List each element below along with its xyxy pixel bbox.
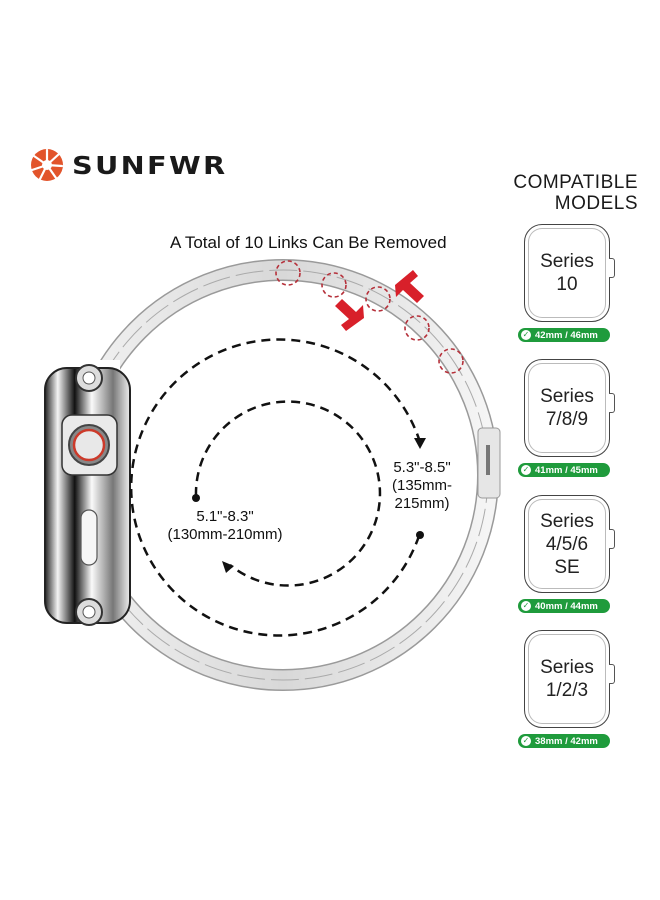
checkmark-icon: ✓ bbox=[521, 601, 531, 611]
model-label: Series 1/2/3 bbox=[524, 630, 610, 728]
red-pointer-arrow-icon bbox=[335, 270, 424, 331]
model-series-word: Series bbox=[540, 386, 594, 407]
watch-crown-icon bbox=[609, 529, 615, 549]
watch-crown-icon bbox=[609, 393, 615, 413]
model-series-number: 7/8/9 bbox=[545, 409, 589, 430]
size-badge-text: 41mm / 45mm bbox=[535, 464, 598, 476]
model-label: Series 4/5/6 SE bbox=[524, 495, 610, 593]
sunburst-logo-icon bbox=[30, 148, 64, 181]
model-label: Series 7/8/9 bbox=[524, 359, 610, 457]
inner-size-label: 5.1"-8.3" (130mm-210mm) bbox=[155, 508, 295, 544]
model-card-series-4-5-6-se: Series 4/5/6 SE ✓ 40mm / 44mm bbox=[516, 495, 620, 619]
outer-size-label: 5.3"-8.5" (135mm- 215mm) bbox=[382, 459, 462, 513]
model-card-series-10: Series 10 ✓ 42mm / 46mm bbox=[516, 224, 620, 348]
watch-case bbox=[44, 364, 131, 626]
compatible-title-line2: MODELS bbox=[554, 193, 638, 214]
inner-size-mm: (130mm-210mm) bbox=[167, 526, 283, 543]
outer-arc-arrowhead bbox=[414, 438, 426, 449]
watch-outline-icon bbox=[524, 630, 610, 728]
outer-size-mm-line1: (135mm- bbox=[391, 477, 452, 494]
model-series-word: Series bbox=[540, 251, 594, 272]
brand-name: SUNFWR bbox=[72, 150, 228, 180]
band-clasp bbox=[477, 427, 501, 499]
checkmark-icon: ✓ bbox=[521, 465, 531, 475]
watch-crown-icon bbox=[609, 258, 615, 278]
outer-arc-start-dot bbox=[416, 531, 424, 539]
watch-crown-icon bbox=[609, 664, 615, 684]
watch-outline-icon bbox=[524, 359, 610, 457]
outer-size-arc bbox=[130, 338, 422, 637]
size-badge: ✓ 41mm / 45mm bbox=[518, 463, 610, 477]
model-series-extra: SE bbox=[554, 556, 580, 578]
inner-arc-start-dot bbox=[192, 494, 200, 502]
size-badge-text: 38mm / 42mm bbox=[535, 735, 598, 747]
outer-size-mm-line2: 215mm) bbox=[394, 495, 450, 512]
compatible-models-title: COMPATIBLE MODELS bbox=[513, 172, 638, 214]
model-series-number: 10 bbox=[556, 274, 578, 295]
model-series-number: 4/5/6 bbox=[545, 533, 589, 555]
size-badge-text: 42mm / 46mm bbox=[535, 329, 598, 341]
size-badge-text: 40mm / 44mm bbox=[535, 600, 598, 612]
model-series-word: Series bbox=[540, 510, 594, 532]
checkmark-icon: ✓ bbox=[521, 736, 531, 746]
model-card-series-1-2-3: Series 1/2/3 ✓ 38mm / 42mm bbox=[516, 630, 620, 754]
inner-size-inches: 5.1"-8.3" bbox=[196, 508, 254, 525]
size-badge: ✓ 42mm / 46mm bbox=[518, 328, 610, 342]
outer-size-inches: 5.3"-8.5" bbox=[393, 459, 451, 476]
compatible-title-line1: COMPATIBLE bbox=[513, 172, 638, 193]
inner-arc-arrowhead bbox=[222, 561, 234, 573]
checkmark-icon: ✓ bbox=[521, 330, 531, 340]
inner-size-arc bbox=[194, 400, 382, 587]
model-series-word: Series bbox=[540, 657, 594, 678]
size-badge: ✓ 38mm / 42mm bbox=[518, 734, 610, 748]
removable-link-markers bbox=[275, 260, 464, 374]
model-series-number: 1/2/3 bbox=[545, 680, 589, 701]
brand-logo: SUNFWR bbox=[30, 148, 225, 182]
watch-outline-icon bbox=[524, 495, 610, 593]
model-card-series-7-8-9: Series 7/8/9 ✓ 41mm / 45mm bbox=[516, 359, 620, 483]
size-badge: ✓ 40mm / 44mm bbox=[518, 599, 610, 613]
model-label: Series 10 bbox=[524, 224, 610, 322]
watch-outline-icon bbox=[524, 224, 610, 322]
watch-band-diagram bbox=[40, 259, 501, 691]
links-removed-headline: A Total of 10 Links Can Be Removed bbox=[170, 233, 447, 252]
